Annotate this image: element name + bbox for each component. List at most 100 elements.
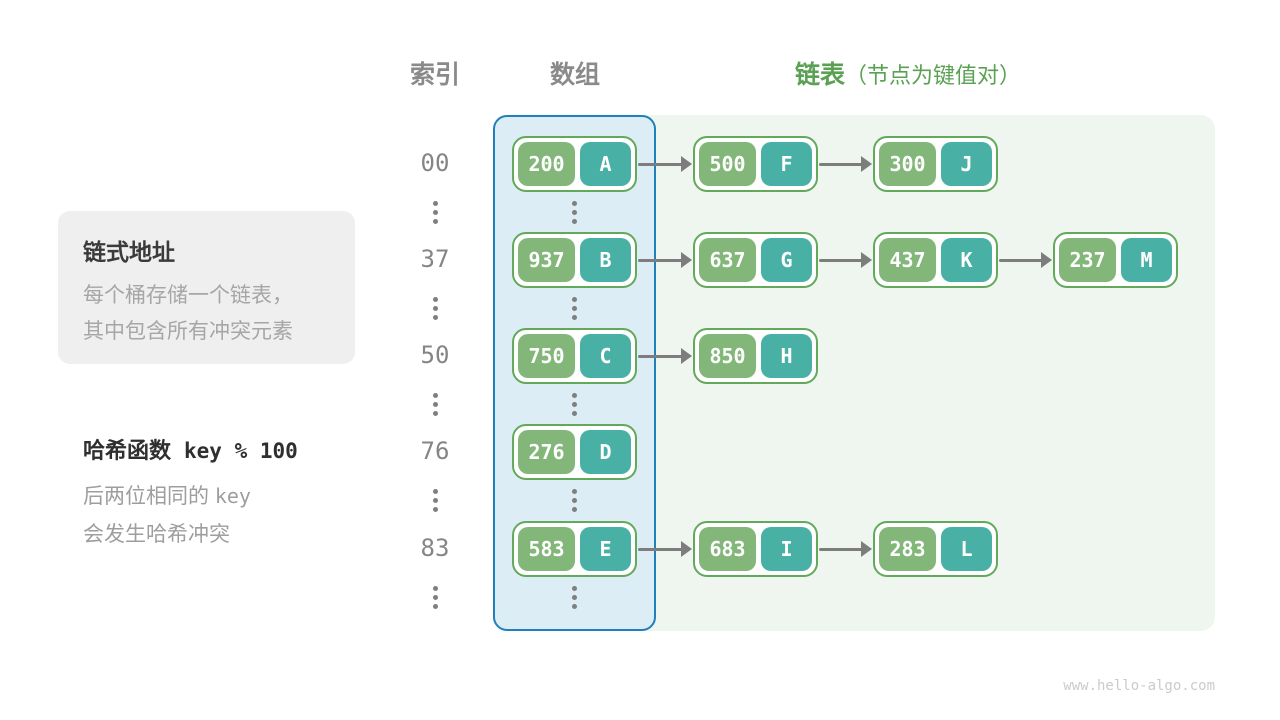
ellipsis-dot xyxy=(571,497,577,503)
chaining-note-title: 链式地址 xyxy=(83,239,175,265)
key-cell: 237 xyxy=(1059,238,1116,282)
hash-function-title-text: 哈希函数 xyxy=(83,438,172,463)
key-cell: 437 xyxy=(879,238,936,282)
arrow-head-icon xyxy=(681,252,692,268)
chaining-note-line: 每个桶存储一个链表， xyxy=(83,284,293,307)
array-ellipsis xyxy=(571,392,577,416)
hash-function-formula: key % 100 xyxy=(184,439,298,463)
arrow-head-icon xyxy=(861,252,872,268)
ellipsis-dot xyxy=(432,200,438,206)
arrow-head-icon xyxy=(861,541,872,557)
ellipsis-dot xyxy=(432,594,438,600)
index-label: 37 xyxy=(420,245,450,273)
ellipsis-dot xyxy=(432,314,438,320)
ellipsis-dot xyxy=(571,392,577,398)
key-cell: 200 xyxy=(518,142,575,186)
ellipsis-dot xyxy=(432,410,438,416)
ellipsis-dot xyxy=(432,506,438,512)
arrow-line xyxy=(819,162,863,166)
index-label: 76 xyxy=(420,437,450,465)
next-pointer-arrow xyxy=(638,541,692,557)
hash-note-line-code: key xyxy=(214,484,251,508)
value-cell: B xyxy=(580,238,631,282)
array-column-header: 数组 xyxy=(549,61,600,89)
next-pointer-arrow xyxy=(819,252,872,268)
arrow-line xyxy=(638,354,683,358)
next-pointer-arrow xyxy=(999,252,1052,268)
key-cell: 937 xyxy=(518,238,575,282)
array-ellipsis xyxy=(571,296,577,320)
arrow-head-icon xyxy=(681,348,692,364)
key-cell: 283 xyxy=(879,527,936,571)
watermark: www.hello-algo.com xyxy=(1063,678,1215,694)
array-ellipsis xyxy=(571,585,577,609)
hash-note-line: 后两位相同的 key xyxy=(83,477,298,516)
list-header-label: 链表 xyxy=(795,61,846,89)
ellipsis-dot xyxy=(432,209,438,215)
ellipsis-dot xyxy=(571,296,577,302)
ellipsis-dot xyxy=(571,585,577,591)
arrow-head-icon xyxy=(1041,252,1052,268)
ellipsis-dot xyxy=(571,506,577,512)
ellipsis-dot xyxy=(571,314,577,320)
ellipsis-dot xyxy=(571,594,577,600)
value-cell: G xyxy=(761,238,812,282)
ellipsis-dot xyxy=(432,305,438,311)
value-cell: I xyxy=(761,527,812,571)
key-cell: 683 xyxy=(699,527,756,571)
array-ellipsis xyxy=(571,488,577,512)
next-pointer-arrow xyxy=(638,348,692,364)
arrow-line xyxy=(999,258,1043,262)
ellipsis-dot xyxy=(432,401,438,407)
next-pointer-arrow xyxy=(819,541,872,557)
arrow-line xyxy=(819,547,863,551)
key-cell: 500 xyxy=(699,142,756,186)
value-cell: H xyxy=(761,334,812,378)
value-cell: F xyxy=(761,142,812,186)
key-cell: 276 xyxy=(518,430,575,474)
value-cell: J xyxy=(941,142,992,186)
ellipsis-dot xyxy=(432,296,438,302)
ellipsis-dot xyxy=(571,603,577,609)
hash-function-note: 哈希函数 key % 100 后两位相同的 key 会发生哈希冲突 xyxy=(83,433,298,554)
arrow-head-icon xyxy=(681,156,692,172)
array-ellipsis xyxy=(571,200,577,224)
key-cell: 850 xyxy=(699,334,756,378)
index-label: 00 xyxy=(420,149,450,177)
index-ellipsis xyxy=(432,296,438,320)
index-ellipsis xyxy=(432,488,438,512)
index-column-header: 索引 xyxy=(409,61,460,89)
arrow-line xyxy=(638,547,683,551)
value-cell: D xyxy=(580,430,631,474)
value-cell: A xyxy=(580,142,631,186)
key-cell: 583 xyxy=(518,527,575,571)
ellipsis-dot xyxy=(571,401,577,407)
chaining-note-box: 链式地址 每个桶存储一个链表， 其中包含所有冲突元素 xyxy=(58,211,355,364)
chaining-note-line: 其中包含所有冲突元素 xyxy=(83,320,293,343)
hash-note-line: 会发生哈希冲突 xyxy=(83,523,230,546)
key-cell: 637 xyxy=(699,238,756,282)
hash-note-line-text: 后两位相同的 xyxy=(83,485,209,508)
index-label: 50 xyxy=(420,341,450,369)
index-ellipsis xyxy=(432,200,438,224)
arrow-head-icon xyxy=(861,156,872,172)
value-cell: C xyxy=(580,334,631,378)
value-cell: K xyxy=(941,238,992,282)
arrow-line xyxy=(638,162,683,166)
value-cell: L xyxy=(941,527,992,571)
arrow-head-icon xyxy=(681,541,692,557)
ellipsis-dot xyxy=(571,218,577,224)
ellipsis-dot xyxy=(571,200,577,206)
